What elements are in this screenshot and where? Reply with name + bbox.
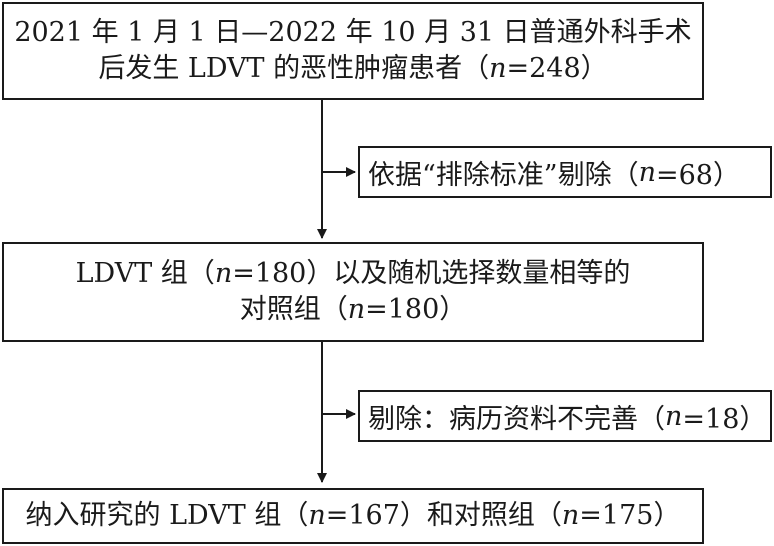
box3-line: 纳入研究的 LDVT 组（n=167）和对照组（n=175） — [26, 498, 681, 534]
box1-line2-prefix: 后发生 LDVT 的恶性肿瘤患者（ — [98, 53, 490, 84]
box2-line2-prefix: 对照组（ — [239, 294, 348, 325]
box-initial-patients: 2021 年 1 月 1 日—2022 年 10 月 31 日普通外科手术 后发… — [2, 2, 704, 100]
box2-line2: 对照组（n=180） — [240, 292, 467, 328]
box3-n1-symbol: n — [308, 499, 326, 531]
exclude2-prefix: 剔除：病历资料不完善（ — [368, 403, 665, 435]
box1-line1: 2021 年 1 月 1 日—2022 年 10 月 31 日普通外科手术 — [14, 16, 692, 48]
box-final-cohort: 纳入研究的 LDVT 组（n=167）和对照组（n=175） — [2, 488, 704, 544]
exclude1-n-symbol: n — [638, 156, 656, 188]
box2-line1-n-symbol: n — [214, 257, 233, 289]
box2-line1-suffix: =180）以及随机选择数量相等的 — [232, 257, 631, 289]
box1-n-symbol: n — [489, 53, 507, 84]
exclude1-prefix: 依据“排除标准”剔除（ — [368, 159, 639, 191]
box3-middle: =167）和对照组（ — [325, 499, 562, 531]
box-exclusion-criteria: 依据“排除标准”剔除（n=68） — [358, 146, 772, 198]
box2-line1: LDVT 组（n=180）以及随机选择数量相等的 — [76, 256, 631, 292]
exclude2-suffix: =18） — [682, 403, 767, 435]
box2-line2-suffix: =180） — [365, 294, 467, 325]
box1-line2: 后发生 LDVT 的恶性肿瘤患者（n=248） — [98, 51, 607, 87]
box-incomplete-records: 剔除：病历资料不完善（n=18） — [358, 390, 772, 442]
exclude1-suffix: =68） — [656, 159, 740, 191]
box3-n2-symbol: n — [561, 499, 580, 531]
box1-line2-suffix: =248） — [506, 53, 608, 84]
box2-line2-n-symbol: n — [347, 294, 366, 325]
box3-prefix: 纳入研究的 LDVT 组（ — [25, 499, 309, 531]
exclude2-n-symbol: n — [665, 400, 683, 432]
box3-suffix: =175） — [579, 499, 681, 531]
box2-line1-prefix: LDVT 组（ — [75, 257, 215, 289]
box-ldvt-and-control: LDVT 组（n=180）以及随机选择数量相等的 对照组（n=180） — [2, 242, 704, 342]
